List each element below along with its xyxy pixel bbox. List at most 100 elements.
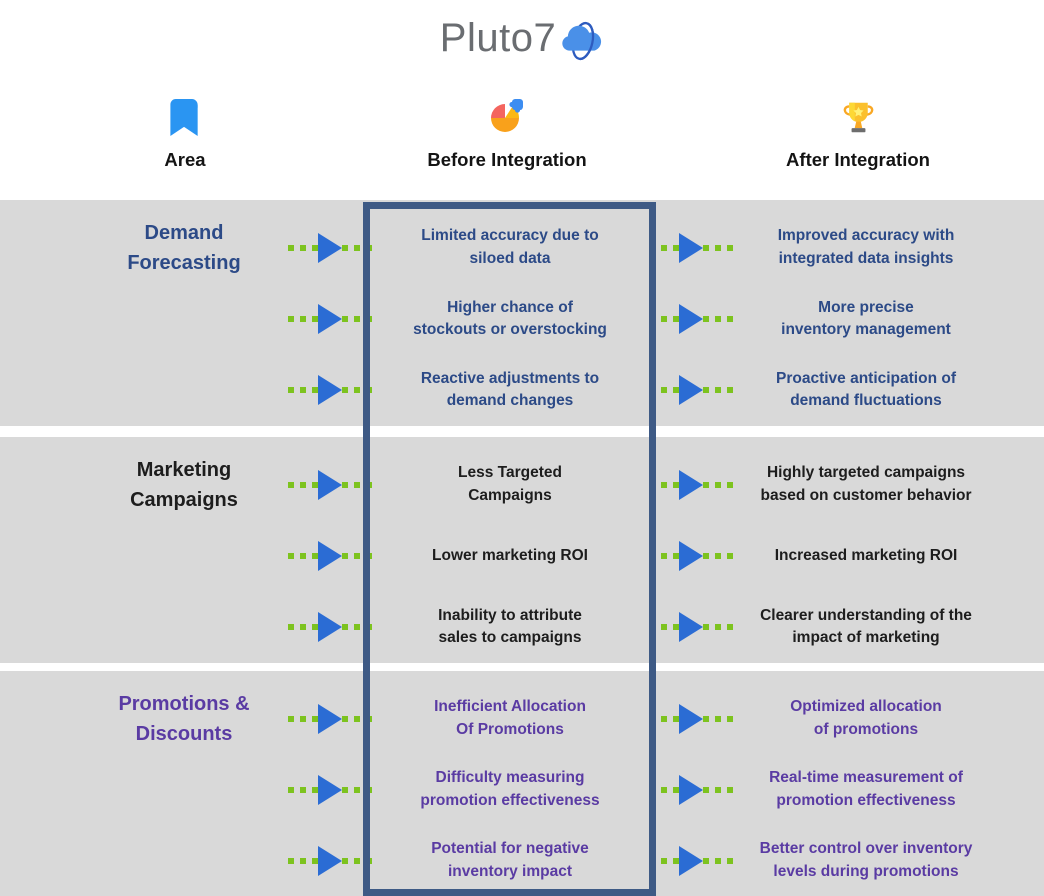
dotted-line (648, 244, 679, 251)
arrow-triangle-icon (678, 703, 703, 734)
arrow-triangle-icon (678, 375, 703, 406)
column-header-label: After Integration (786, 149, 930, 170)
dotted-line (342, 624, 372, 631)
column-header-label: Before Integration (427, 149, 587, 170)
before-item-text: Higher chance of stockouts or overstocki… (413, 298, 607, 338)
column-header-before: Before Integration (397, 94, 617, 171)
after-item-text: Optimized allocation of promotions (790, 698, 942, 738)
arrow-triangle-icon (678, 774, 703, 805)
flow-arrow (288, 355, 372, 426)
logo-text: Pluto7 (439, 15, 557, 60)
flow-arrow (648, 355, 733, 426)
arrow-triangle-icon (678, 612, 703, 643)
dotted-line (342, 786, 372, 793)
dotted-line (702, 387, 733, 394)
bookmark-icon (170, 99, 198, 136)
before-item-text: Inefficient Allocation Of Promotions (434, 698, 586, 738)
arrow-triangle-icon (318, 612, 342, 643)
after-item-text: Better control over inventory levels dur… (759, 840, 973, 880)
dotted-line (648, 786, 679, 793)
flow-arrow (648, 592, 733, 663)
dotted-line (288, 715, 318, 722)
pluto7-logo: Pluto7 (0, 12, 1044, 64)
arrow-triangle-icon (318, 469, 342, 500)
flow-arrow (648, 449, 733, 520)
dotted-line (288, 552, 318, 559)
flow-arrow (648, 283, 733, 354)
dotted-line (288, 387, 318, 394)
flow-arrow (288, 825, 372, 896)
arrow-triangle-icon (678, 303, 703, 334)
flow-arrow (288, 592, 372, 663)
before-item-text: Potential for negative inventory impact (431, 840, 589, 880)
arrow-triangle-icon (678, 469, 703, 500)
area-label: Promotions & Discounts (118, 692, 250, 745)
dotted-line (342, 857, 372, 864)
area-label: Marketing Campaigns (130, 458, 238, 511)
arrow-triangle-icon (318, 303, 342, 334)
after-item-text: Increased marketing ROI (774, 546, 958, 564)
dotted-line (702, 786, 733, 793)
flow-arrow (288, 754, 372, 825)
arrow-triangle-icon (678, 232, 703, 263)
flow-arrow (288, 283, 372, 354)
before-item-text: Inability to attribute sales to campaign… (438, 606, 582, 647)
after-item-text: Real-time measurement of promotion effec… (769, 769, 963, 809)
after-item-text: More precise inventory management (781, 298, 951, 338)
flow-arrow (648, 520, 733, 591)
dotted-line (342, 387, 372, 394)
arrow-triangle-icon (318, 703, 342, 734)
flow-arrow (648, 754, 733, 825)
dotted-line (342, 315, 372, 322)
area-label: Demand Forecasting (127, 221, 241, 274)
dotted-line (702, 857, 733, 864)
flow-arrow (648, 683, 733, 754)
after-item-text: Proactive anticipation of demand fluctua… (775, 369, 956, 410)
arrow-triangle-icon (678, 845, 703, 876)
arrow-triangle-icon (318, 540, 342, 571)
dotted-line (702, 244, 733, 251)
flow-arrow (648, 212, 733, 283)
dotted-line (342, 715, 372, 722)
dotted-line (648, 387, 679, 394)
flow-arrow (288, 520, 372, 591)
group-promotions-discounts: Promotions & Discounts Inefficient Alloc… (0, 671, 1044, 896)
before-item-text: Less Targeted Campaigns (458, 464, 562, 504)
dotted-line (648, 624, 679, 631)
trophy-icon (843, 102, 873, 133)
arrow-triangle-icon (318, 774, 342, 805)
flow-arrow (288, 683, 372, 754)
arrow-triangle-icon (678, 540, 703, 571)
dotted-line (342, 244, 372, 251)
dotted-line (648, 315, 679, 322)
dotted-line (288, 315, 318, 322)
arrow-triangle-icon (318, 375, 342, 406)
group-demand-forecasting: Demand Forecasting Limited accuracy due … (0, 200, 1044, 426)
before-item-text: Limited accuracy due to siloed data (421, 227, 599, 267)
puzzle-icon (491, 99, 523, 132)
dotted-line (702, 481, 733, 488)
arrow-triangle-icon (318, 232, 342, 263)
group-marketing-campaigns: Marketing Campaigns Less Targeted Campai… (0, 437, 1044, 663)
dotted-line (702, 315, 733, 322)
dotted-line (648, 552, 679, 559)
after-item-text: Improved accuracy with integrated data i… (777, 227, 955, 267)
column-header-label: Area (164, 149, 206, 170)
dotted-line (702, 715, 733, 722)
before-item-text: Difficulty measuring promotion effective… (420, 769, 600, 809)
dotted-line (648, 715, 679, 722)
after-item-text: Highly targeted campaigns based on custo… (760, 464, 972, 504)
dotted-line (288, 244, 318, 251)
column-header-after: After Integration (748, 94, 968, 171)
dotted-line (288, 481, 318, 488)
before-item-text: Reactive adjustments to demand changes (420, 369, 600, 410)
dotted-line (648, 857, 679, 864)
dotted-line (342, 481, 372, 488)
flow-arrow (288, 212, 372, 283)
dotted-line (648, 481, 679, 488)
column-header-area: Area (75, 94, 295, 171)
dotted-line (702, 552, 733, 559)
dotted-line (288, 786, 318, 793)
flow-arrow (288, 449, 372, 520)
dotted-line (288, 857, 318, 864)
